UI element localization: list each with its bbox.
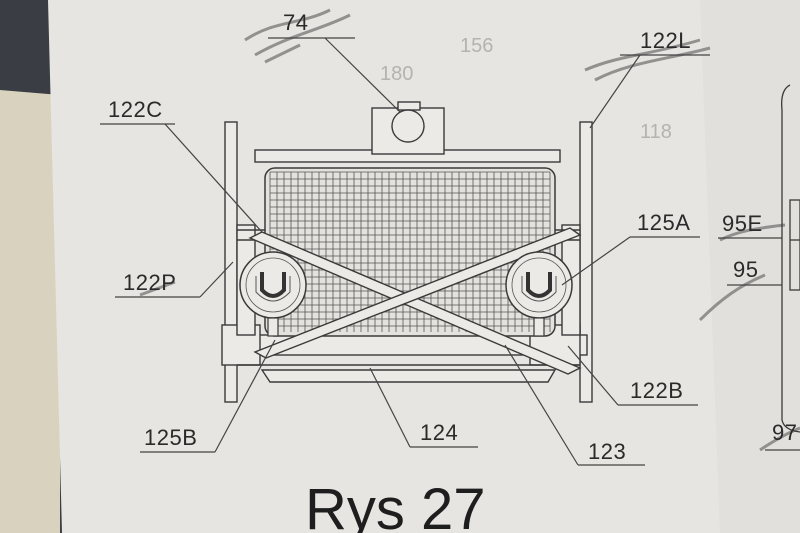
callout-124: 124 <box>420 420 459 445</box>
leader-lines <box>100 37 800 466</box>
headlamp-right <box>505 251 573 337</box>
callout-97: 97 <box>772 420 798 445</box>
diagonal-braces <box>248 227 582 375</box>
callout-122C: 122C <box>108 97 163 122</box>
faint-mark: 180 <box>380 63 413 85</box>
callout-122P: 122P <box>123 270 177 295</box>
adjacent-figure-fragment <box>781 84 800 433</box>
faint-mark: 118 <box>640 121 672 143</box>
callout-123: 123 <box>588 439 627 464</box>
headlamp-left <box>239 251 307 337</box>
callout-125A: 125A <box>637 210 691 235</box>
callout-95E: 95E <box>722 211 763 236</box>
faint-mark: 156 <box>460 35 493 57</box>
frame <box>221 101 593 403</box>
figure-caption: Rys 27 <box>305 477 486 533</box>
callout-122L: 122L <box>640 28 691 53</box>
callout-95: 95 <box>733 257 759 282</box>
callout-125B: 125B <box>144 425 198 450</box>
callout-122B: 122B <box>630 378 684 403</box>
callout-74: 74 <box>283 10 309 35</box>
show-through-marks: 156 180 118 <box>380 35 672 143</box>
